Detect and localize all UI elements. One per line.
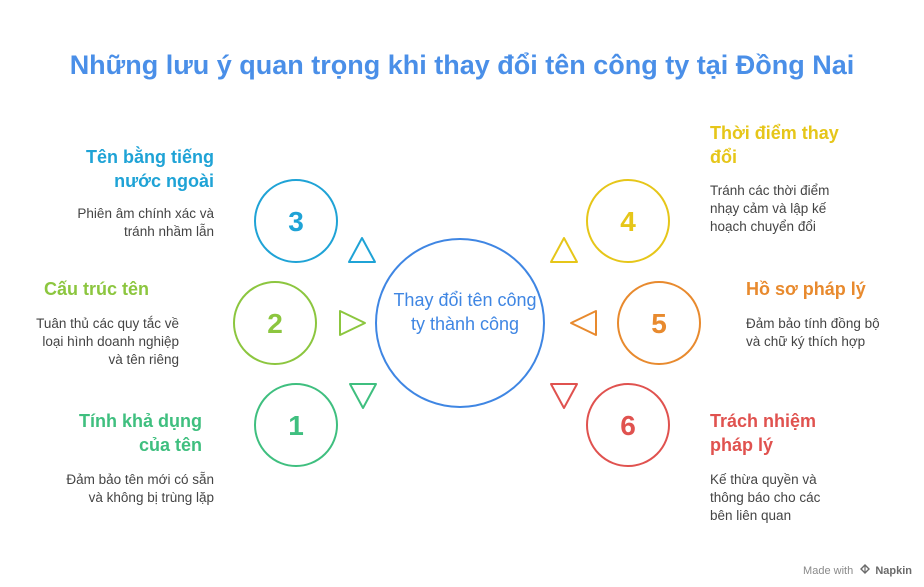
arrow-3-icon <box>348 237 376 263</box>
footer-credit: Made with Napkin <box>803 563 912 577</box>
item-title-2: Cấu trúc tên <box>44 279 150 299</box>
footer-prefix: Made with <box>803 565 854 577</box>
footer-brand: Napkin <box>875 565 912 577</box>
item-circle-2: 2 <box>233 281 317 365</box>
napkin-logo-icon <box>860 564 871 574</box>
item-title-1: Tính khả dụng của tên <box>79 411 202 455</box>
arrow-4-icon <box>550 237 578 263</box>
item-number-5: 5 <box>651 308 667 339</box>
arrow-5-icon <box>570 310 597 336</box>
item-desc-1: Đảm bảo tên mới có sẵn và không bị trùng… <box>66 472 214 505</box>
page-title: Những lưu ý quan trọng khi thay đổi tên … <box>69 50 855 80</box>
item-circle-1: 1 <box>254 383 338 467</box>
item-number-2: 2 <box>267 308 283 339</box>
item-circle-3: 3 <box>254 179 338 263</box>
item-number-3: 3 <box>288 206 304 237</box>
item-circle-6: 6 <box>586 383 670 467</box>
arrow-6-icon <box>550 383 578 409</box>
item-title-5: Hồ sơ pháp lý <box>746 279 866 299</box>
item-title-3: Tên bằng tiếng nước ngoài <box>86 147 214 191</box>
item-desc-6: Kế thừa quyền và thông báo cho các bên l… <box>710 472 821 523</box>
item-number-6: 6 <box>620 410 636 441</box>
item-circle-4: 4 <box>586 179 670 263</box>
arrow-1-icon <box>349 383 377 409</box>
center-label: Thay đổi tên công ty thành công <box>393 290 537 334</box>
item-desc-2: Tuân thủ các quy tắc về loại hình doanh … <box>36 316 179 367</box>
item-desc-5: Đảm bảo tính đồng bộ và chữ ký thích hợp <box>746 316 880 349</box>
item-circle-5: 5 <box>617 281 701 365</box>
item-number-1: 1 <box>288 410 304 441</box>
item-desc-3: Phiên âm chính xác và tránh nhầm lẫn <box>77 206 214 239</box>
item-number-4: 4 <box>620 206 636 237</box>
item-title-4: Thời điểm thay đổi <box>710 123 839 167</box>
arrow-2-icon <box>339 310 366 336</box>
center-circle <box>375 238 545 408</box>
item-desc-4: Tránh các thời điểm nhạy cảm và lập kế h… <box>710 183 830 234</box>
item-title-6: Trách nhiệm pháp lý <box>710 411 817 455</box>
